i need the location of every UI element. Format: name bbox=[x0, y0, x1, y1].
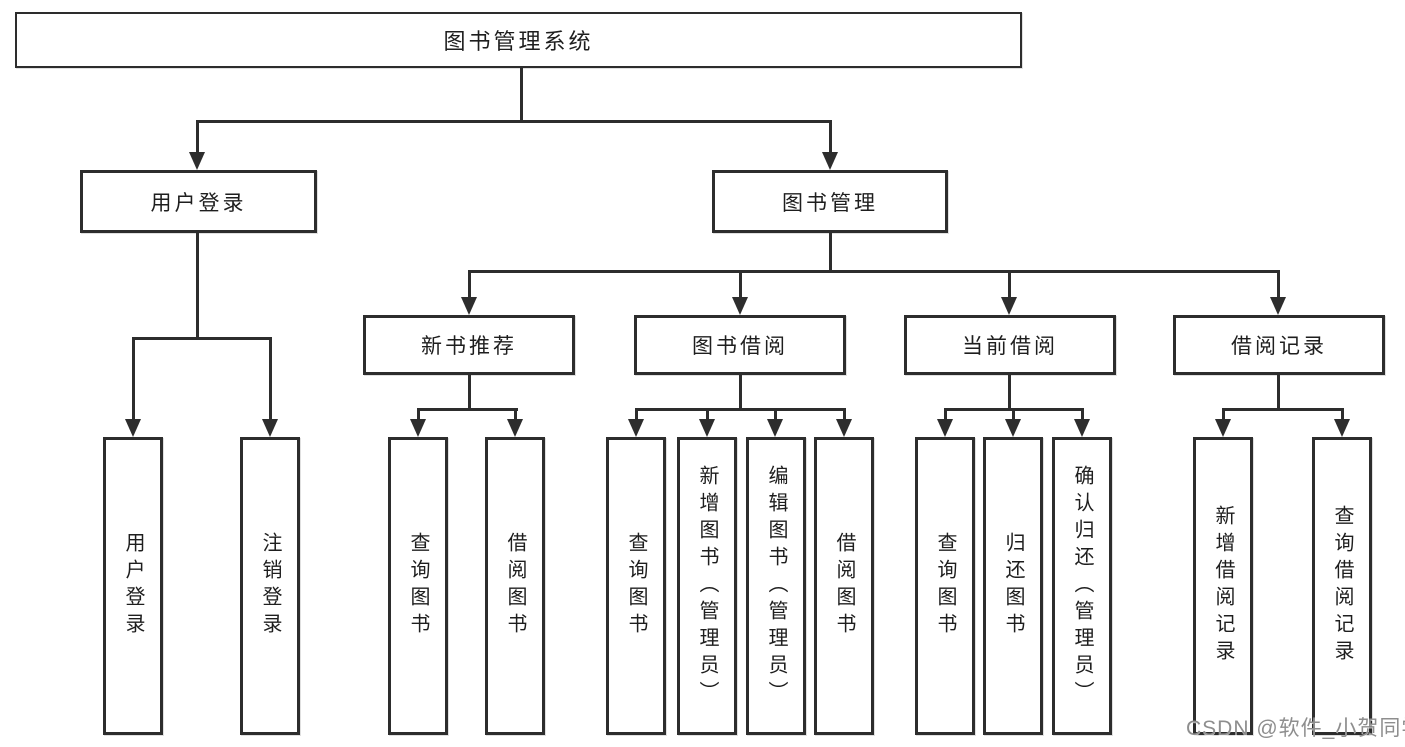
connector-drop bbox=[1008, 270, 1011, 299]
connector-drop bbox=[739, 270, 742, 299]
connector-group-rail bbox=[635, 408, 846, 411]
node-label: 新增图书（管理员） bbox=[696, 464, 718, 708]
connector-drop bbox=[196, 120, 199, 154]
connector-group-stem bbox=[739, 375, 742, 408]
node-label: 图书管理 bbox=[782, 191, 878, 215]
node-label: 借阅记录 bbox=[1231, 335, 1327, 358]
arrowhead-down-icon bbox=[1270, 297, 1286, 315]
node-label: 新书推荐 bbox=[421, 335, 517, 358]
connector-drop bbox=[706, 408, 709, 421]
arrowhead-down-icon bbox=[836, 419, 852, 437]
connector-drop bbox=[1081, 408, 1084, 421]
node-user-login: 用户登录 bbox=[80, 170, 317, 233]
connector-drop bbox=[1012, 408, 1015, 421]
connector-group-stem bbox=[1008, 375, 1011, 408]
arrowhead-down-icon bbox=[767, 419, 783, 437]
leaf-borrow-books-recommend: 借阅图书 bbox=[485, 437, 545, 735]
connector-drop bbox=[1222, 408, 1225, 421]
node-current-borrow: 当前借阅 bbox=[904, 315, 1116, 375]
leaf-edit-books-admin: 编辑图书（管理员） bbox=[746, 437, 806, 735]
connector-group-stem bbox=[1277, 375, 1280, 408]
connector-drop bbox=[132, 337, 135, 421]
arrowhead-down-icon bbox=[732, 297, 748, 315]
node-label: 借阅图书 bbox=[504, 532, 526, 640]
node-label: 用户登录 bbox=[150, 191, 247, 215]
connector-drop bbox=[269, 337, 272, 421]
node-library-system: 图书管理系统 bbox=[15, 12, 1022, 68]
connector-drop bbox=[635, 408, 638, 421]
node-label: 确认归还（管理员） bbox=[1071, 464, 1093, 708]
arrowhead-down-icon bbox=[410, 419, 426, 437]
arrowhead-down-icon bbox=[461, 297, 477, 315]
leaf-query-books-recommend: 查询图书 bbox=[388, 437, 448, 735]
leaf-user-login: 用户登录 bbox=[103, 437, 163, 735]
connector-drop bbox=[1277, 270, 1280, 299]
connector-mgmt-stem bbox=[829, 233, 832, 270]
leaf-return-books: 归还图书 bbox=[983, 437, 1043, 735]
arrowhead-down-icon bbox=[937, 419, 953, 437]
connector-drop bbox=[944, 408, 947, 421]
leaf-add-books-admin: 新增图书（管理员） bbox=[677, 437, 737, 735]
node-label: 新增借阅记录 bbox=[1212, 505, 1234, 667]
arrowhead-down-icon bbox=[1215, 419, 1231, 437]
connector-group-stem bbox=[468, 375, 471, 408]
connector-drop bbox=[843, 408, 846, 421]
arrowhead-down-icon bbox=[125, 419, 141, 437]
connector-drop bbox=[1341, 408, 1344, 421]
node-label: 当前借阅 bbox=[962, 335, 1058, 358]
csdn-watermark: CSDN @软件_小贺同学 bbox=[1186, 717, 1405, 740]
arrowhead-down-icon bbox=[628, 419, 644, 437]
node-label: 借阅图书 bbox=[833, 532, 855, 640]
connector-l3-rail bbox=[468, 270, 1280, 273]
connector-l2-rail bbox=[196, 120, 832, 123]
node-new-book-recommend: 新书推荐 bbox=[363, 315, 575, 375]
arrowhead-down-icon bbox=[262, 419, 278, 437]
arrowhead-down-icon bbox=[699, 419, 715, 437]
arrowhead-down-icon bbox=[507, 419, 523, 437]
arrowhead-down-icon bbox=[822, 152, 838, 170]
node-borrow-records: 借阅记录 bbox=[1173, 315, 1385, 375]
node-label: 查询借阅记录 bbox=[1331, 505, 1353, 667]
connector-group-stem bbox=[196, 233, 199, 337]
leaf-query-books-current: 查询图书 bbox=[915, 437, 975, 735]
node-label: 编辑图书（管理员） bbox=[765, 464, 787, 708]
node-label: 图书借阅 bbox=[692, 335, 788, 358]
connector-drop bbox=[514, 408, 517, 421]
arrowhead-down-icon bbox=[189, 152, 205, 170]
leaf-query-books-borrow: 查询图书 bbox=[606, 437, 666, 735]
leaf-query-borrow-record: 查询借阅记录 bbox=[1312, 437, 1372, 735]
node-label: 查询图书 bbox=[407, 532, 429, 640]
connector-drop bbox=[417, 408, 420, 421]
node-book-borrow: 图书借阅 bbox=[634, 315, 846, 375]
node-label: 查询图书 bbox=[934, 532, 956, 640]
node-label: 注销登录 bbox=[259, 532, 281, 640]
connector-drop bbox=[829, 120, 832, 154]
connector-group-rail bbox=[417, 408, 518, 411]
leaf-confirm-return-admin: 确认归还（管理员） bbox=[1052, 437, 1112, 735]
connector-group-rail bbox=[1222, 408, 1344, 411]
connector-group-rail bbox=[132, 337, 272, 340]
arrowhead-down-icon bbox=[1001, 297, 1017, 315]
arrowhead-down-icon bbox=[1074, 419, 1090, 437]
node-label: 用户登录 bbox=[122, 532, 144, 640]
leaf-add-borrow-record: 新增借阅记录 bbox=[1193, 437, 1253, 735]
connector-root-stem bbox=[520, 68, 523, 120]
leaf-logout: 注销登录 bbox=[240, 437, 300, 735]
connector-drop bbox=[774, 408, 777, 421]
arrowhead-down-icon bbox=[1334, 419, 1350, 437]
leaf-borrow-books: 借阅图书 bbox=[814, 437, 874, 735]
node-label: 查询图书 bbox=[625, 532, 647, 640]
node-label: 图书管理系统 bbox=[443, 29, 594, 54]
node-book-management: 图书管理 bbox=[712, 170, 948, 233]
arrowhead-down-icon bbox=[1005, 419, 1021, 437]
connector-drop bbox=[468, 270, 471, 299]
node-label: 归还图书 bbox=[1002, 532, 1024, 640]
